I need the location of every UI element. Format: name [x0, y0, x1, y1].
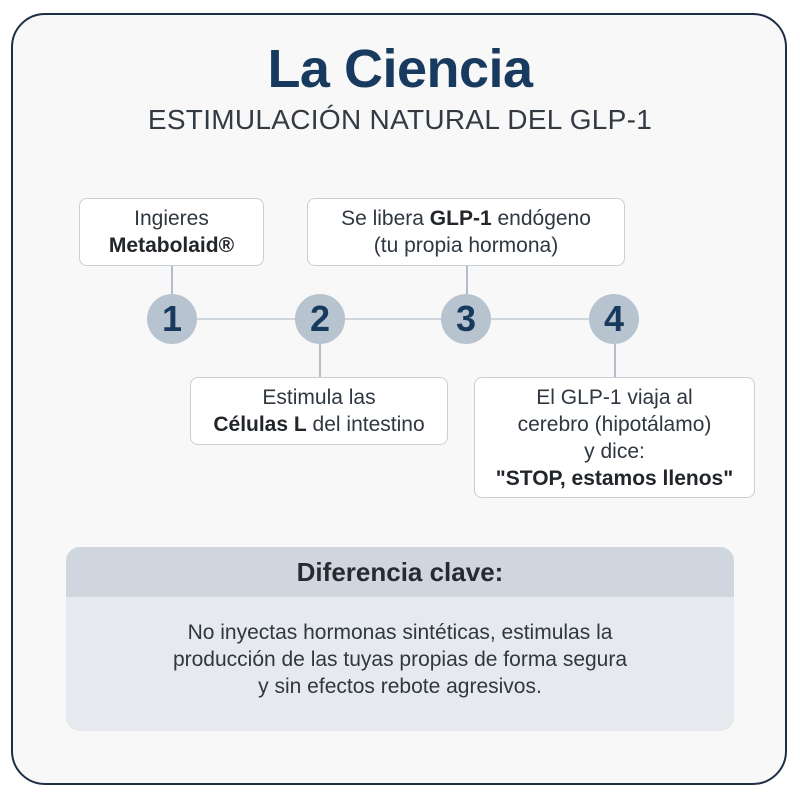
step-2-line-2: Células L del intestino — [213, 413, 425, 436]
step-4-line-1: El GLP-1 viaja al — [536, 385, 693, 409]
step-1-number: 1 — [147, 294, 197, 344]
step-3-line-2: (tu propia hormona) — [373, 234, 559, 257]
connector-4 — [614, 344, 616, 377]
timeline-line — [172, 318, 616, 320]
key-difference-body: No inyectas hormonas sintéticas, estimul… — [66, 597, 734, 700]
step-4-line-3: y dice: — [584, 439, 645, 463]
key-difference-panel: Diferencia clave: No inyectas hormonas s… — [66, 547, 734, 731]
step-4-number: 4 — [589, 294, 639, 344]
step-3-box: Se libera GLP-1 endógeno (tu propia horm… — [307, 198, 625, 266]
step-2-line-1: Estimula las — [262, 386, 376, 409]
step-3-line-1: Se libera GLP-1 endógeno — [341, 207, 591, 230]
step-4-box: El GLP-1 viaja al cerebro (hipotálamo) y… — [474, 377, 755, 498]
page-title: La Ciencia — [267, 39, 533, 99]
connector-1 — [171, 266, 173, 296]
connector-3 — [466, 266, 468, 296]
step-3-number: 3 — [441, 294, 491, 344]
step-1-line-2: Metabolaid® — [108, 234, 235, 257]
key-difference-line-1: No inyectas hormonas sintéticas, estimul… — [187, 621, 613, 644]
step-2-number: 2 — [295, 294, 345, 344]
step-2-box: Estimula las Células L del intestino — [190, 377, 448, 445]
page-subtitle: ESTIMULACIÓN NATURAL DEL GLP-1 — [147, 104, 653, 135]
key-difference-line-2: producción de las tuyas propias de forma… — [172, 648, 628, 671]
step-1-line-1: Ingieres — [134, 207, 209, 230]
step-1-box: Ingieres Metabolaid® — [79, 198, 264, 266]
key-difference-line-3: y sin efectos rebote agresivos. — [258, 675, 542, 698]
step-4-line-4: "STOP, estamos llenos" — [495, 466, 734, 490]
connector-2 — [319, 344, 321, 377]
step-4-line-2: cerebro (hipotálamo) — [517, 412, 712, 436]
key-difference-heading: Diferencia clave: — [66, 547, 734, 597]
